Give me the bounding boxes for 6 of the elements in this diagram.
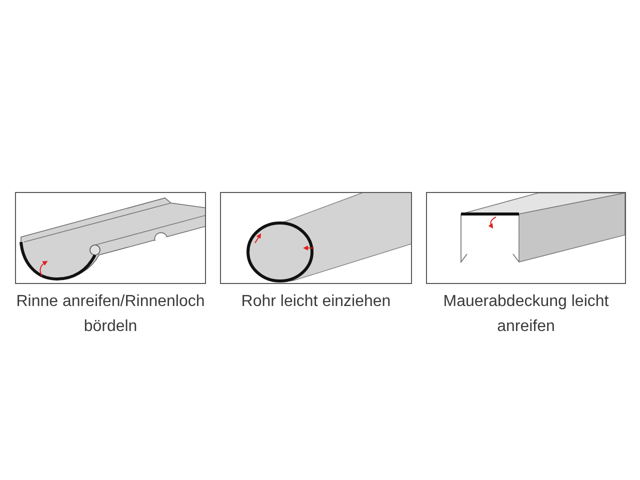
wall-coping-illustration — [426, 192, 626, 284]
pipe-illustration — [220, 192, 412, 284]
gutter-illustration — [15, 192, 206, 284]
caption-text: Mauerabdeckung leicht anreifen — [442, 292, 610, 337]
caption-text: Rinne anreifen/Rinnenloch bördeln — [15, 292, 206, 337]
caption-text: Rohr leicht einziehen — [240, 292, 392, 312]
